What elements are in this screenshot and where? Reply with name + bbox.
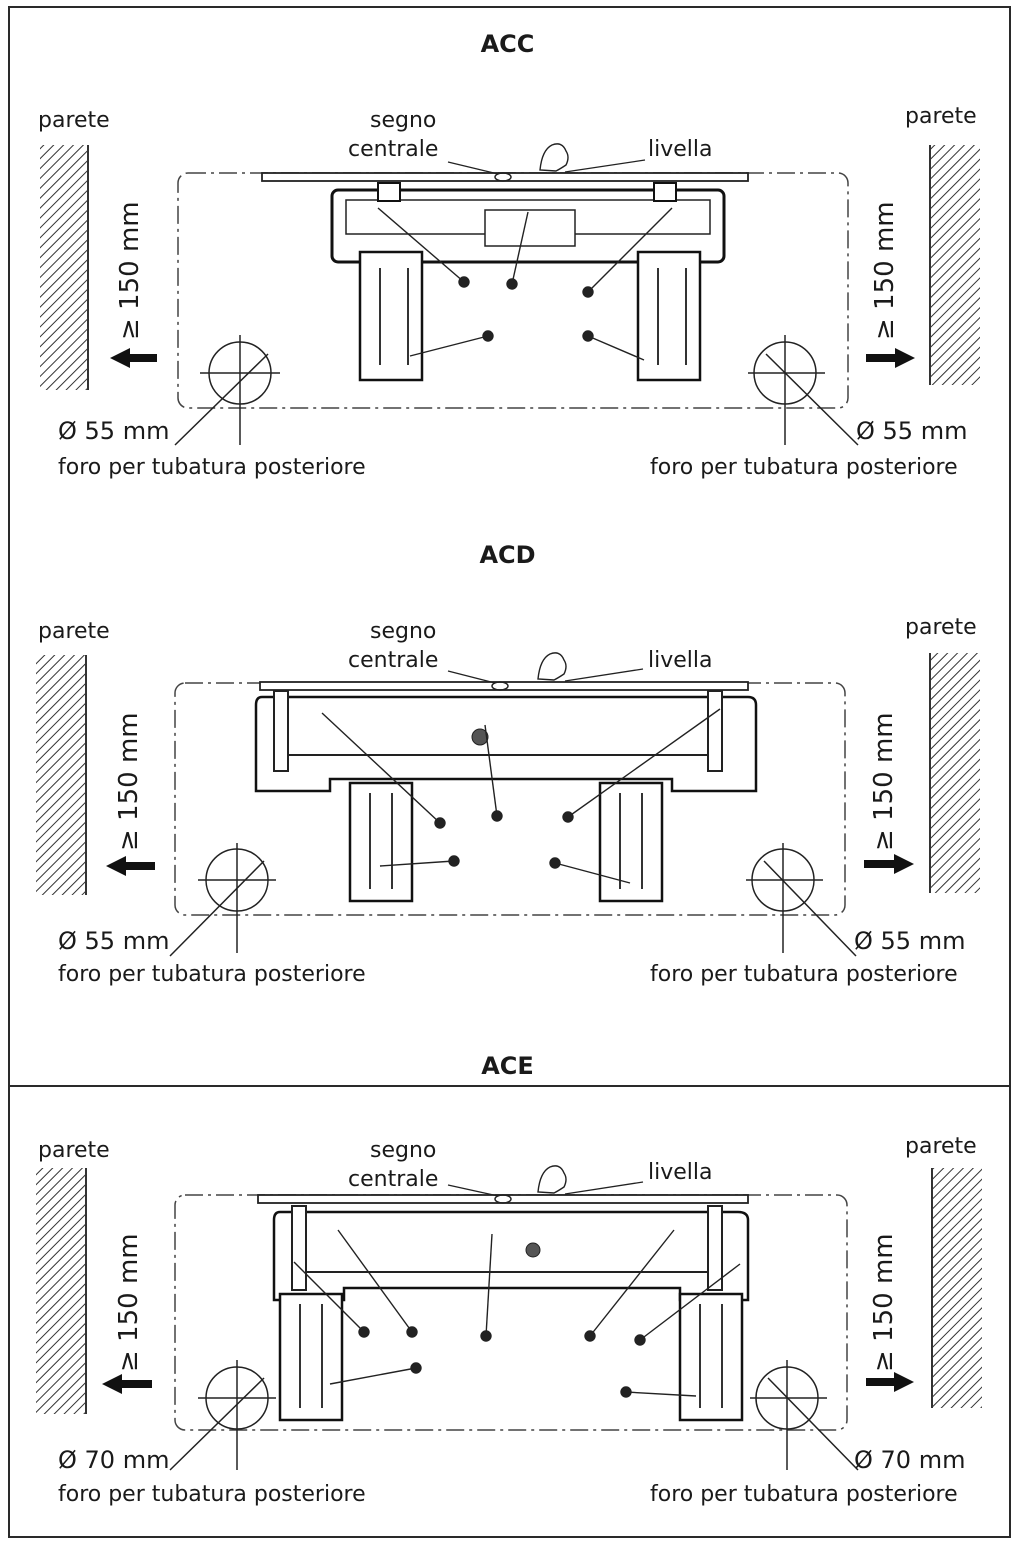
hole-right [746,843,857,957]
center-mark-label-2: centrale [348,137,439,162]
clearance-label-right: ≥ 150 mm [869,712,899,851]
hole-diameter-left: Ø 70 mm [58,1446,170,1474]
hand-icon [537,652,567,681]
hole-left [169,843,276,957]
section-title: ACD [479,541,536,569]
hole-diameter-right: Ø 70 mm [854,1446,966,1474]
hand-icon [537,1165,567,1194]
screw-leaders [293,1229,741,1398]
clearance-label-right: ≥ 150 mm [870,201,900,340]
level-bar [261,172,749,182]
level-label: livella [648,648,713,673]
wall-left-hatch [36,655,86,895]
section-title: ACE [481,1052,534,1080]
wall-right-hatch [930,145,980,385]
center-mark-label-2: centrale [348,648,439,673]
hand-icon [539,143,569,172]
arrow-right [864,854,914,874]
hole-label-right: foro per tubatura posteriore [650,455,958,480]
section-ace: ACE parete parete segno centrale livella… [0,1022,1015,1537]
diagram-frame [8,6,1011,1538]
arrow-right [866,1372,914,1392]
wall-left-hatch [40,145,88,390]
center-mark-label-1: segno [370,108,437,133]
wall-label-left: parete [38,619,110,644]
section-acc: ACC parete parete segno centrale livella… [0,0,1015,510]
wall-right-hatch [930,653,980,893]
hole-right [750,1360,859,1471]
mounting-bracket [254,695,758,793]
mounting-plate-drawing-ace [36,1165,982,1471]
section-acd: ACD parete parete segno centrale livella… [0,511,1015,1031]
mounting-plate-drawing-acd [36,652,980,957]
hole-diameter-left: Ø 55 mm [58,927,170,955]
wall-right-hatch [932,1168,982,1408]
hole-label-right: foro per tubatura posteriore [650,1482,958,1507]
screw-leaders [321,708,721,884]
arrow-left [106,856,155,876]
hole-label-right: foro per tubatura posteriore [650,962,958,987]
clearance-label-right: ≥ 150 mm [869,1233,899,1372]
screw-leaders [377,207,673,361]
center-mark-label-1: segno [370,619,437,644]
wall-label-right: parete [905,104,977,129]
level-label: livella [648,1160,713,1185]
mounting-plate-drawing-acc [40,143,980,446]
hole-label-left: foro per tubatura posteriore [58,962,366,987]
wall-label-right: parete [905,1134,977,1159]
hole-diameter-right: Ø 55 mm [856,417,968,445]
hole-right [748,335,859,446]
hole-diameter-left: Ø 55 mm [58,417,170,445]
arrow-left [102,1374,152,1394]
center-mark-label-2: centrale [348,1167,439,1192]
mounting-bracket [272,1210,750,1302]
arrow-left [110,348,157,368]
wall-label-right: parete [905,615,977,640]
clearance-label-left: ≥ 150 mm [114,1233,144,1372]
arrow-right [866,348,915,368]
hole-label-left: foro per tubatura posteriore [58,1482,366,1507]
level-bar [257,1194,749,1204]
wall-left-hatch [36,1168,86,1414]
hole-left [169,1360,276,1471]
center-mark-label-1: segno [370,1138,437,1163]
clearance-label-left: ≥ 150 mm [115,201,145,340]
hole-left [174,335,280,446]
level-label: livella [648,137,713,162]
hole-diameter-right: Ø 55 mm [854,927,966,955]
hole-label-left: foro per tubatura posteriore [58,455,366,480]
wall-label-left: parete [38,1138,110,1163]
wall-label-left: parete [38,108,110,133]
clearance-label-left: ≥ 150 mm [114,712,144,851]
section-divider [8,1085,1011,1087]
section-title: ACC [480,30,535,58]
